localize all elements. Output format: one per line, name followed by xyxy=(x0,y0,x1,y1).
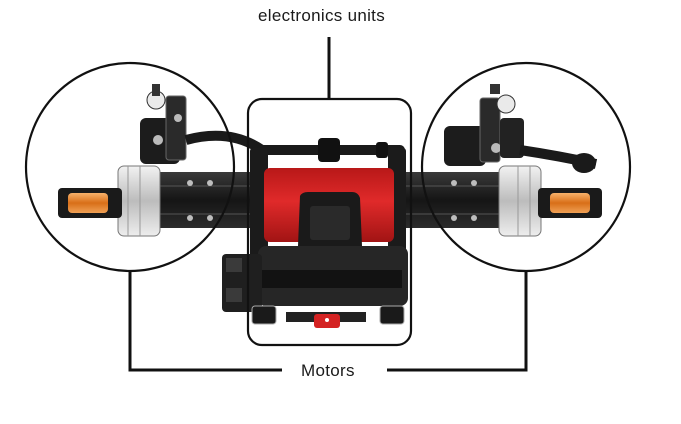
right-motor-highlight-circle xyxy=(420,61,632,273)
left-orange-light xyxy=(68,193,108,213)
right-orange-light xyxy=(550,193,590,213)
frame-left xyxy=(250,148,268,278)
motors-callout-right xyxy=(387,270,528,372)
electronics-highlight-box xyxy=(246,97,413,347)
motors-callout-left xyxy=(128,270,282,372)
electronics-units-label: electronics units xyxy=(258,6,385,26)
left-motor-highlight-circle xyxy=(24,61,236,273)
right-motor-cap xyxy=(498,165,542,237)
axle-bolts xyxy=(187,180,477,221)
left-brake-mechanism xyxy=(140,84,265,164)
right-brake-mechanism xyxy=(444,84,598,173)
callout-lines xyxy=(128,37,528,372)
motors-label: Motors xyxy=(297,361,359,381)
highlight-outlines xyxy=(24,61,632,347)
electronics-unit xyxy=(222,138,408,328)
left-motor-cap xyxy=(117,165,161,237)
